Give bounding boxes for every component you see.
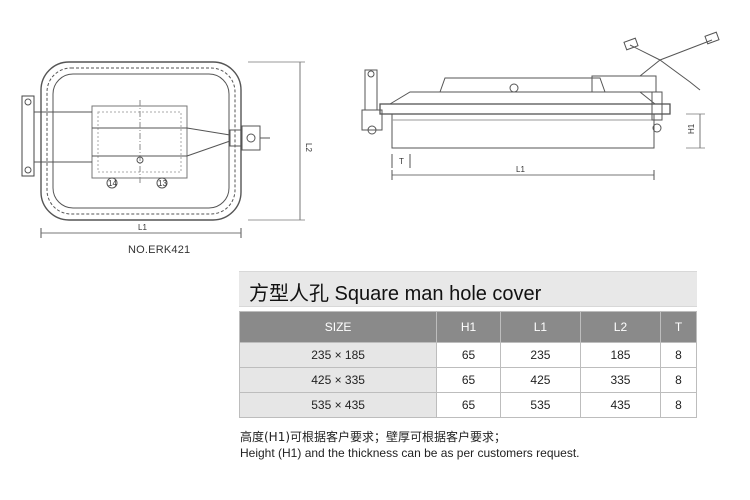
front-l2-label: L2: [304, 143, 313, 152]
model-number: NO.ERK421: [128, 244, 191, 256]
cell-h1: 65: [436, 342, 501, 368]
side-h1-label: H1: [687, 123, 696, 134]
cell-size: 535 × 435: [238, 392, 438, 418]
cell-t: 8: [660, 367, 697, 393]
table-row: 535 × 435 65 535 435 8: [238, 392, 697, 418]
side-l1-label: L1: [516, 165, 525, 174]
spec-table: SIZE H1 L1 L2 T 235 × 185 65 235 185 8 4…: [238, 311, 697, 418]
title-bar: 方型人孔 Square man hole cover: [239, 271, 697, 307]
header-l2: L2: [579, 311, 662, 343]
header-h1: H1: [436, 311, 501, 343]
callout-a: 14: [108, 179, 117, 188]
table-row: 235 × 185 65 235 185 8: [238, 342, 697, 368]
cell-h1: 65: [436, 367, 501, 393]
drawing-svg: L1 L2 14 13 H1 T L1: [21, 31, 720, 238]
cell-t: 8: [660, 392, 697, 418]
callout-b: 13: [158, 179, 167, 188]
table-header-row: SIZE H1 L1 L2 T: [238, 311, 697, 343]
cell-l1: 535: [499, 392, 581, 418]
note-english: Height (H1) and the thickness can be as …: [240, 446, 580, 460]
header-size: SIZE: [238, 311, 438, 343]
cell-l2: 335: [579, 367, 662, 393]
front-l1-label: L1: [138, 223, 147, 232]
cell-t: 8: [660, 342, 697, 368]
header-t: T: [660, 311, 697, 343]
table-row: 425 × 335 65 425 335 8: [238, 367, 697, 393]
side-t-label: T: [399, 157, 404, 166]
cell-h1: 65: [436, 392, 501, 418]
side-view: [361, 31, 720, 180]
cell-size: 235 × 185: [238, 342, 438, 368]
cell-size: 425 × 335: [238, 367, 438, 393]
header-l1: L1: [499, 311, 581, 343]
note-chinese: 高度(H1)可根据客户要求；壁厚可根据客户要求；: [240, 430, 507, 444]
cell-l2: 435: [579, 392, 662, 418]
front-view: [21, 61, 305, 238]
cell-l1: 235: [499, 342, 581, 368]
technical-drawing: L1 L2 14 13 H1 T L1: [21, 31, 720, 238]
cell-l1: 425: [499, 367, 581, 393]
page-title: 方型人孔 Square man hole cover: [249, 283, 542, 305]
cell-l2: 185: [579, 342, 662, 368]
